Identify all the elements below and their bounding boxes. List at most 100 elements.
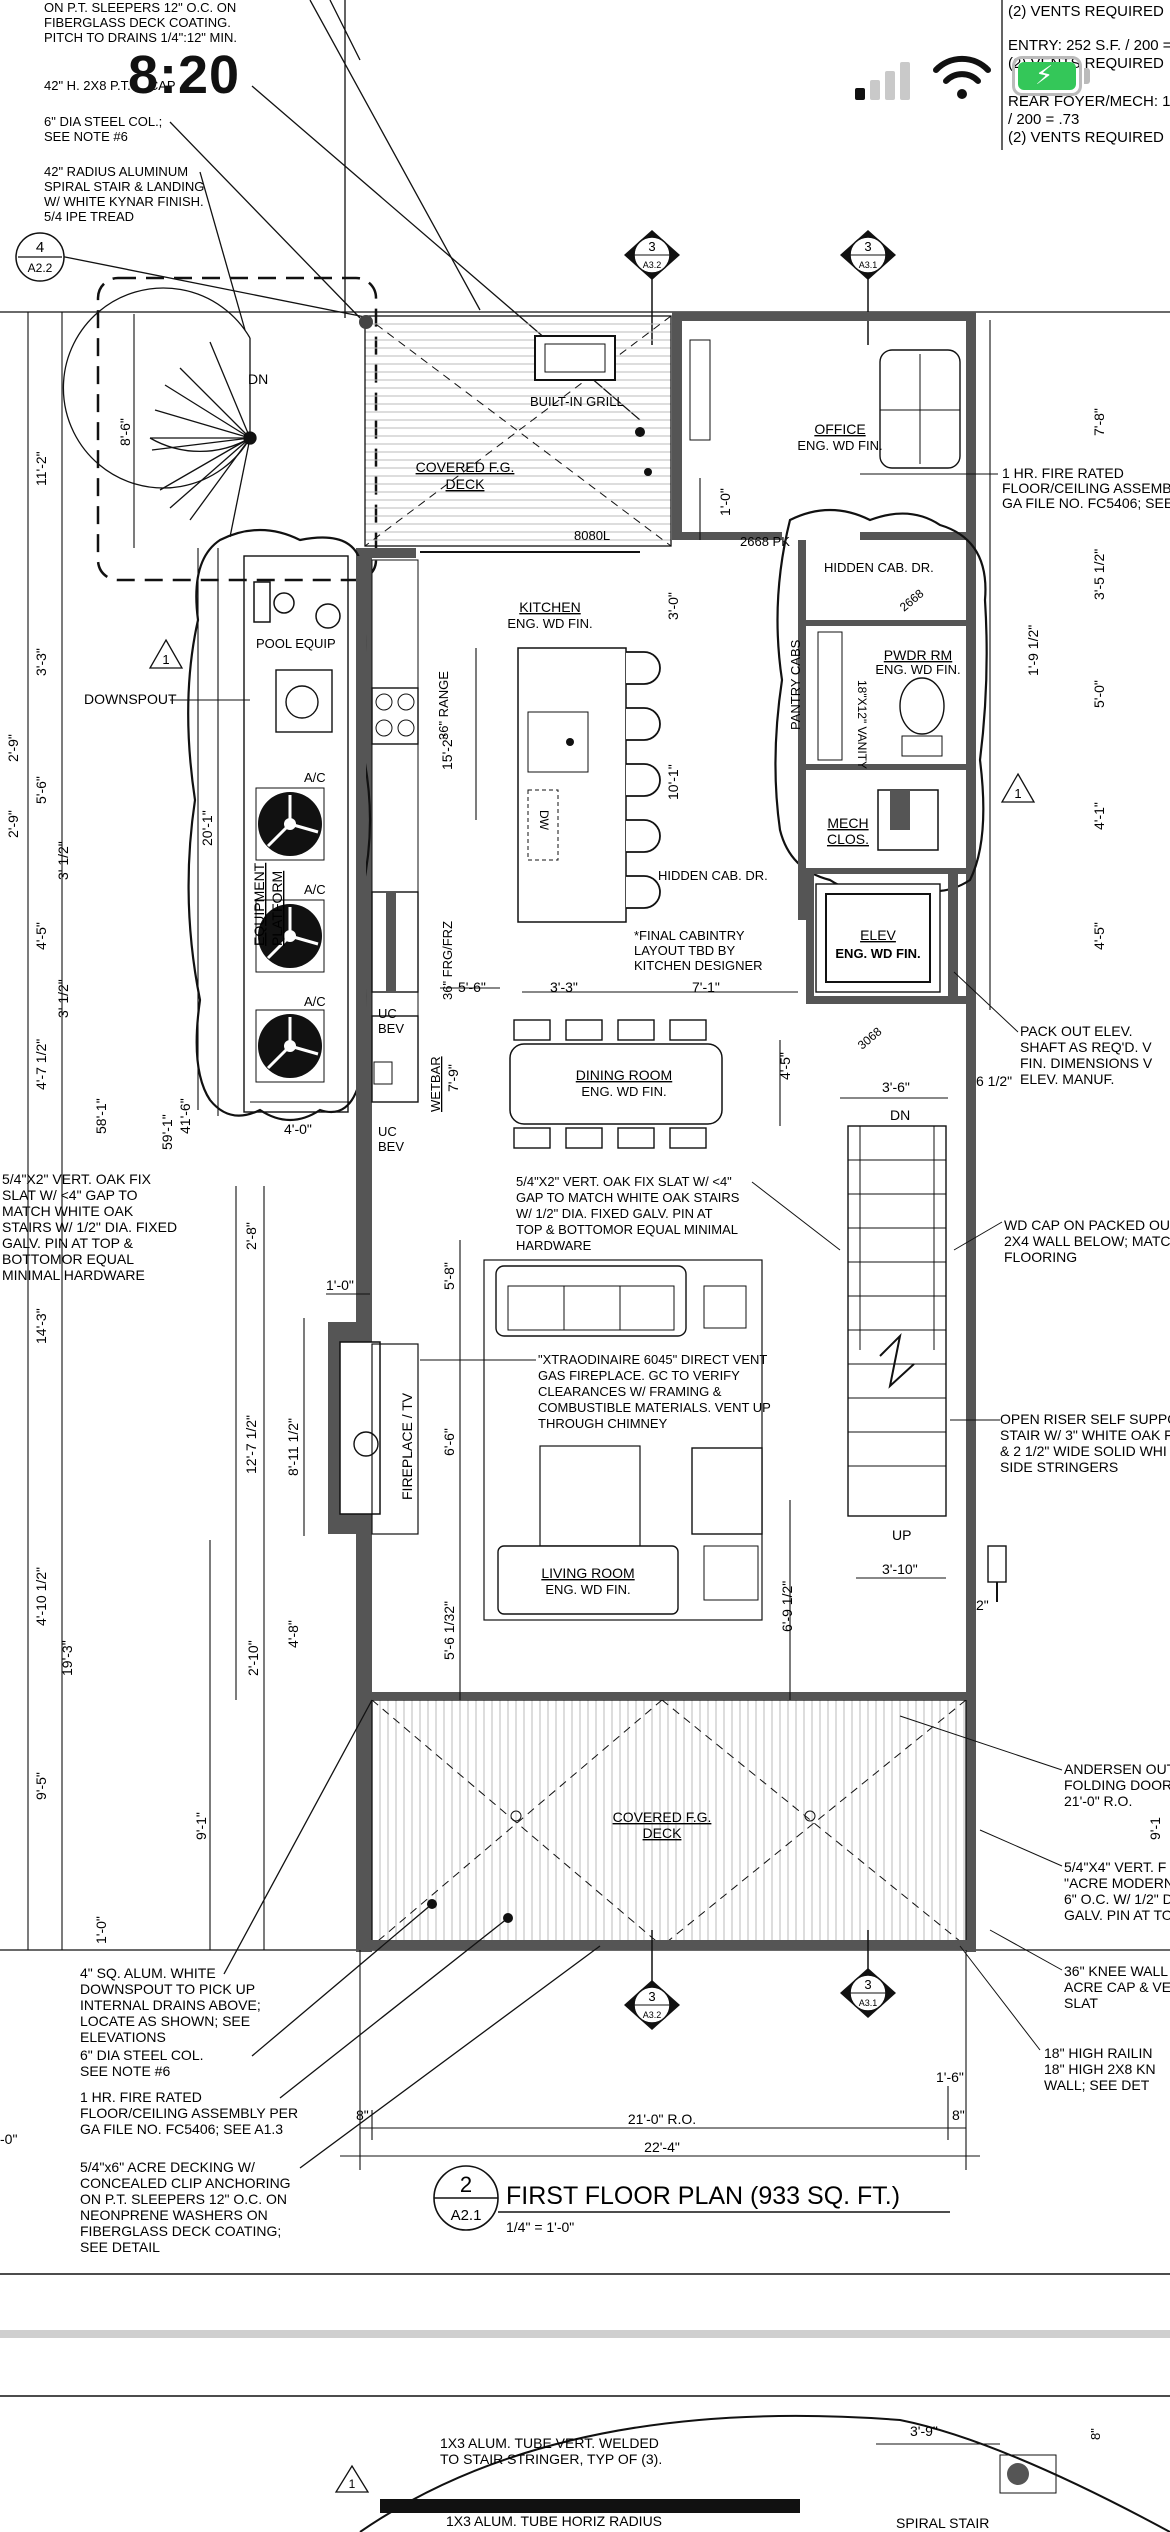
vanity[interactable]	[817, 631, 843, 761]
dining-slat-5: HARDWARE	[516, 1238, 592, 1253]
spiral-stair[interactable]	[62, 287, 257, 538]
decking-2: CONCEALED CLIP ANCHORING	[80, 2175, 291, 2191]
knee-wall-3: SLAT	[1064, 1995, 1098, 2011]
dining-table[interactable]	[509, 1043, 723, 1125]
toilet[interactable]	[899, 677, 945, 735]
kitchen-island[interactable]	[517, 647, 627, 923]
bottom-fire-3: GA FILE NO. FC5406; SEE A1.3	[80, 2121, 283, 2137]
pack-out-2: SHAFT AS REQ'D. V	[1020, 1039, 1152, 1055]
vents-6: (2) VENTS REQUIRED	[1008, 129, 1164, 146]
stair-up-label: UP	[892, 1527, 911, 1543]
railing-1: 18" HIGH RAILIN	[1044, 2045, 1152, 2061]
title-scale: 1/4" = 1'-0"	[506, 2219, 574, 2235]
dim-58-1: 58'-1"	[93, 1098, 109, 1134]
dim-4-5b: 4'-5"	[777, 1052, 793, 1080]
dim-4-0: 4'-0"	[284, 1121, 312, 1137]
detail-callout-4[interactable]: 4 A2.2	[15, 232, 65, 282]
door-8080: 8080L	[574, 528, 610, 543]
built-in-grill[interactable]	[534, 335, 616, 381]
stair-dn-label: DN	[890, 1107, 910, 1123]
dim-19-3: 19'-3"	[59, 1640, 75, 1676]
wetbar-counter[interactable]	[371, 1015, 419, 1103]
dim-8in-b: 8"	[952, 2107, 965, 2123]
door-2668pk: 2668 PK	[740, 534, 790, 549]
bar-stools[interactable]	[626, 651, 661, 909]
covered-deck-bottom[interactable]	[371, 1699, 967, 1947]
armchair[interactable]	[691, 1447, 763, 1535]
battery-icon: ⚡	[1012, 56, 1082, 96]
dim-1-0b: 1'-0"	[93, 1916, 109, 1944]
dim-2-9b: 2'-9"	[5, 810, 21, 838]
section-ref-sheet: A3.1	[859, 260, 878, 270]
drawing-title-block[interactable]: 2 A2.1 FIRST FLOOR PLAN (933 SQ. FT.) 1/…	[433, 2165, 950, 2235]
note-steel-col-2: SEE NOTE #6	[44, 129, 128, 144]
elev-finish: ENG. WD FIN.	[835, 946, 920, 961]
main-stair[interactable]	[847, 1125, 947, 1517]
pack-out-4: ELEV. MANUF.	[1020, 1071, 1114, 1087]
dim-9-5: 9'-5"	[33, 1772, 49, 1800]
final-cab-1: *FINAL CABINTRY	[634, 928, 745, 943]
deck-bottom-label-2: DECK	[643, 1825, 683, 1841]
fire-rated-r-1: 1 HR. FIRE RATED	[1002, 465, 1124, 481]
dining-finish: ENG. WD FIN.	[581, 1084, 666, 1099]
hose-bib-icon	[987, 1545, 1007, 1583]
equipment-platform[interactable]	[243, 555, 349, 1113]
dim-14-3: 14'-3"	[33, 1308, 49, 1344]
vents-4: REAR FOYER/MECH: 1	[1008, 93, 1170, 110]
railing-2: 18" HIGH 2X8 KN	[1044, 2061, 1156, 2077]
riser-4: SIDE STRINGERS	[1000, 1459, 1118, 1475]
dining-chairs[interactable]	[513, 1019, 707, 1149]
living-label: LIVING ROOM	[541, 1565, 634, 1581]
alum-downspout-4: LOCATE AS SHOWN; SEE	[80, 2013, 250, 2029]
dim-3-1-2: 3' 1/2"	[55, 841, 71, 880]
section-ref-num: 3	[864, 239, 871, 254]
dim-2-9: 2'-9"	[5, 734, 21, 762]
revision-delta-num: 1	[162, 652, 169, 667]
detail-callout-sheet: A2.2	[28, 261, 53, 275]
final-cab-2: LAYOUT TBD BY	[634, 943, 735, 958]
section-ref-bottom-right[interactable]: 3 A3.1	[840, 1930, 896, 2018]
elevator[interactable]	[815, 883, 941, 993]
dim-1-0c: 1'-0"	[717, 488, 733, 516]
oak-slat-5: GALV. PIN AT TOP &	[2, 1235, 134, 1251]
dim-22-4: 22'-4"	[644, 2139, 680, 2155]
alum-downspout-2: DOWNSPOUT TO PICK UP	[80, 1981, 255, 1997]
uc-bev-2-b: BEV	[378, 1139, 404, 1154]
sofa[interactable]	[495, 1265, 687, 1337]
vert-slat-3: 6" O.C. W/ 1/2" D	[1064, 1891, 1170, 1907]
section-ref-top-right[interactable]: 3 A3.1	[840, 230, 896, 345]
revision-delta: 1 1	[148, 638, 1036, 803]
section-ref-num: 3	[864, 1977, 871, 1992]
kitchen-finish: ENG. WD FIN.	[507, 616, 592, 631]
lower-detail[interactable]: 1 1X3 ALUM. TUBE VERT. WELDED TO STAIR S…	[0, 2395, 1170, 2532]
decking-4: NEONPRENE WASHERS ON	[80, 2207, 268, 2223]
equipment-platform-label-1: EQUIPMENT	[251, 862, 267, 946]
coffee-table[interactable]	[539, 1445, 641, 1547]
range-label: 36" RANGE	[436, 671, 451, 740]
dim-2-10: 2'-10"	[245, 1640, 261, 1676]
dim-4-7: 4'-7 1/2"	[33, 1039, 49, 1090]
office-desk[interactable]	[689, 339, 711, 441]
section-ref-bottom-left[interactable]: 3 A3.2	[624, 1930, 680, 2030]
fireplace[interactable]	[339, 1341, 381, 1515]
downspout-label: DOWNSPOUT	[84, 691, 177, 707]
dim-20-1: 20'-1"	[199, 810, 215, 846]
section-ref-num: 3	[648, 1989, 655, 2004]
oak-slat-4: STAIRS W/ 1/2" DIA. FIXED	[2, 1219, 177, 1235]
decking-6: SEE DETAIL	[80, 2239, 160, 2255]
ac-label-2: A/C	[304, 882, 326, 897]
door-3068: 3068	[855, 1024, 885, 1052]
fp-note-4: COMBUSTIBLE MATERIALS. VENT UP	[538, 1400, 771, 1415]
note-spiral-3: W/ WHITE KYNAR FINISH.	[44, 194, 204, 209]
ac-units[interactable]	[255, 787, 325, 1083]
dim-2-8: 2'-8"	[243, 1222, 259, 1250]
fire-rated-r-3: GA FILE NO. FC5406; SEE	[1002, 495, 1170, 511]
alum-downspout-1: 4" SQ. ALUM. WHITE	[80, 1965, 216, 1981]
knee-wall-1: 36" KNEE WALL	[1064, 1963, 1168, 1979]
pool-equipment[interactable]	[253, 581, 341, 629]
equipment-platform-label-2: PLATFORM	[269, 871, 285, 946]
kitchen-label: KITCHEN	[519, 599, 580, 615]
section-ref-top-left[interactable]: 3 A3.2	[624, 230, 680, 345]
title-sheet-ref: A2.1	[451, 2207, 482, 2224]
